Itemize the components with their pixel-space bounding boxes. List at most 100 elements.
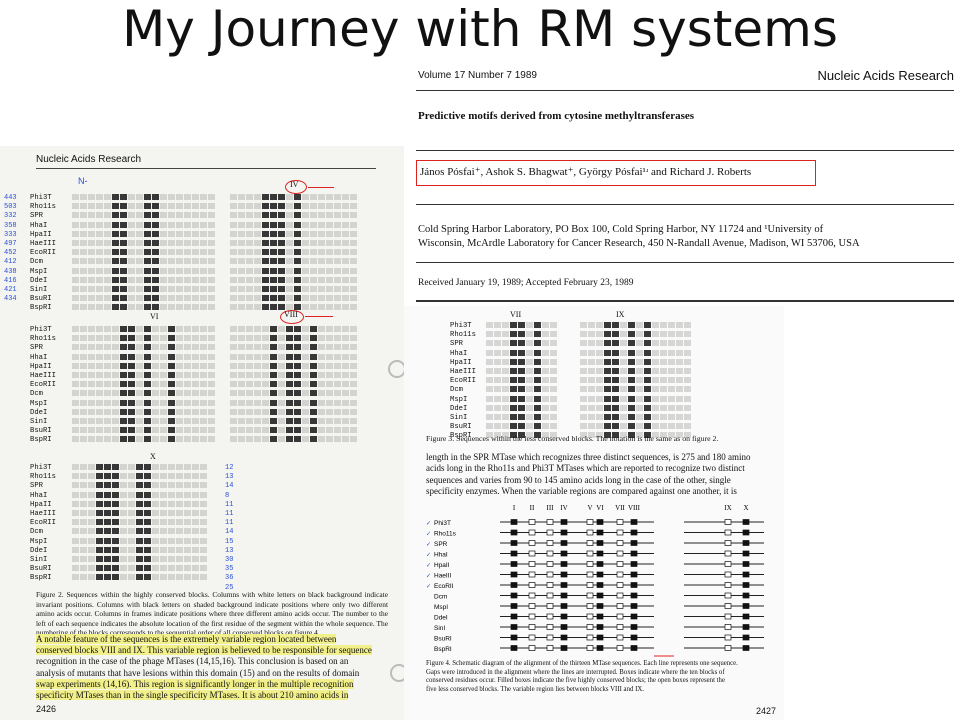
- conserved-block-open: [616, 645, 624, 651]
- conserved-block-open: [586, 624, 594, 630]
- conserved-block-open: [528, 592, 536, 599]
- conserved-block-open: [724, 603, 732, 609]
- conserved-block-filled: [596, 561, 604, 567]
- conserved-block-filled: [510, 613, 518, 620]
- conserved-block-filled: [630, 561, 638, 567]
- conserved-block-open: [616, 550, 624, 557]
- conserved-block-open: [586, 592, 594, 599]
- conserved-block-filled: [596, 592, 604, 599]
- conserved-block-open: [528, 529, 536, 536]
- conserved-block-open: [546, 645, 554, 651]
- header-rule: [416, 204, 954, 205]
- diagram-sequence-name: MspI: [434, 604, 448, 611]
- handwritten-blue-numbers: 443 503 332 358 333 497 452 412 438 416 …: [4, 194, 17, 304]
- handwritten-check-mark: ✓: [426, 553, 431, 559]
- diagram-block-label: VI: [596, 504, 604, 512]
- conserved-block-open: [586, 540, 594, 546]
- block-label-x: X: [150, 452, 156, 461]
- conserved-block-filled: [510, 582, 518, 588]
- diagram-block-label: IV: [560, 504, 567, 512]
- conserved-block-open: [586, 603, 594, 609]
- conserved-block-filled: [510, 634, 518, 641]
- right-page-scan: VII IX Phi3T Rho11s SPR HhaI HpaII HaeII…: [404, 306, 784, 720]
- sequence-residues-block-7: [580, 322, 692, 441]
- conserved-block-open: [724, 561, 732, 567]
- received-line: Received January 19, 1989; Accepted Febr…: [418, 278, 634, 288]
- conserved-block-open: [724, 519, 732, 525]
- conserved-block-filled: [510, 571, 518, 578]
- conserved-block-filled: [596, 603, 604, 609]
- block-label-vi: VI: [150, 312, 159, 321]
- block-label-ix: IX: [616, 310, 625, 319]
- conserved-block-filled: [596, 540, 604, 546]
- body-line: specificity enzymes. When the variable r…: [426, 486, 737, 497]
- conserved-block-filled: [742, 550, 750, 557]
- diagram-block-label: VII: [615, 504, 625, 512]
- conserved-block-filled: [630, 613, 638, 620]
- conserved-block-filled: [630, 571, 638, 578]
- conserved-block-open: [724, 592, 732, 599]
- conserved-block-filled: [560, 519, 568, 525]
- conserved-block-filled: [742, 529, 750, 536]
- figure-2-caption: Figure 2. Sequences within the highly co…: [36, 590, 388, 638]
- body-line: specificity MTases than in the single sp…: [36, 690, 349, 701]
- diagram-sequence-name: BspRI: [434, 646, 452, 653]
- diagram-sequence-name: EcoRII: [434, 583, 454, 590]
- diagram-block-label: II: [530, 504, 535, 512]
- caption-line: Gaps were introduced in the alignment wh…: [426, 668, 725, 676]
- conserved-block-open: [616, 519, 624, 525]
- conserved-block-open: [616, 540, 624, 546]
- header-rule: [416, 262, 954, 263]
- header-rule: [416, 90, 954, 91]
- conserved-block-open: [546, 519, 554, 525]
- sequence-names-block-4: Phi3T Rho11s SPR HhaI HpaII HaeIII EcoRI…: [450, 322, 476, 441]
- sequence-residues-block-3: [72, 326, 216, 445]
- header-rule: [416, 300, 954, 302]
- paper-header-scan: Volume 17 Number 7 1989 Nucleic Acids Re…: [408, 64, 960, 304]
- conserved-block-open: [616, 613, 624, 620]
- conserved-block-filled: [560, 592, 568, 599]
- conserved-block-open: [724, 540, 732, 546]
- conserved-block-open: [546, 561, 554, 567]
- conserved-block-open: [724, 613, 732, 620]
- diagram-block-label: X: [743, 504, 748, 512]
- conserved-block-filled: [742, 561, 750, 567]
- conserved-block-open: [616, 582, 624, 588]
- handwritten-check-mark: ✓: [426, 563, 431, 569]
- left-body-text: A notable feature of the sequences is th…: [36, 634, 388, 701]
- conserved-block-filled: [560, 603, 568, 609]
- block-label-vii: VII: [510, 310, 522, 319]
- conserved-block-filled: [630, 592, 638, 599]
- conserved-block-filled: [560, 550, 568, 557]
- conserved-block-open: [528, 519, 536, 525]
- conserved-block-open: [586, 519, 594, 525]
- authors-line: János Pósfai⁺, Ashok S. Bhagwat⁺, György…: [420, 166, 752, 178]
- figure-4-caption: Figure 4. Schematic diagram of the align…: [426, 660, 780, 694]
- left-page-number: 2426: [36, 704, 57, 714]
- conserved-block-open: [546, 613, 554, 620]
- affiliation-line-1: Cold Spring Harbor Laboratory, PO Box 10…: [418, 224, 824, 235]
- conserved-block-filled: [560, 540, 568, 546]
- diagram-sequence-name: BsuRI: [434, 636, 452, 643]
- conserved-block-filled: [560, 613, 568, 620]
- sequence-residues-block-5: [72, 464, 208, 583]
- conserved-block-filled: [510, 540, 518, 546]
- conserved-block-open: [616, 603, 624, 609]
- slide-title: My Journey with RM systems: [122, 0, 838, 58]
- sequence-names-block-2: Phi3T Rho11s SPR HhaI HpaII HaeIII EcoRI…: [30, 326, 56, 445]
- diagram-block-label: III: [547, 504, 555, 512]
- conserved-block-filled: [742, 634, 750, 641]
- conserved-block-open: [546, 571, 554, 578]
- conserved-block-open: [616, 624, 624, 630]
- conserved-block-open: [528, 571, 536, 578]
- handwritten-check-mark: ✓: [426, 521, 431, 527]
- conserved-block-open: [616, 592, 624, 599]
- caption-line: conserved residues occur. Filled boxes i…: [426, 677, 725, 685]
- conserved-block-filled: [596, 571, 604, 578]
- conserved-block-open: [528, 634, 536, 641]
- conserved-block-open: [724, 582, 732, 588]
- handwritten-check-mark: ✓: [426, 542, 431, 548]
- handwritten-check-mark: ✓: [426, 584, 431, 590]
- conserved-block-filled: [596, 582, 604, 588]
